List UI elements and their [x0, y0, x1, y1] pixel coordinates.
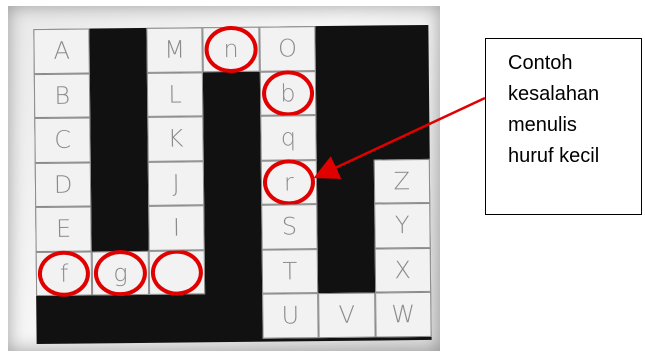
- arrow-line: [318, 98, 485, 176]
